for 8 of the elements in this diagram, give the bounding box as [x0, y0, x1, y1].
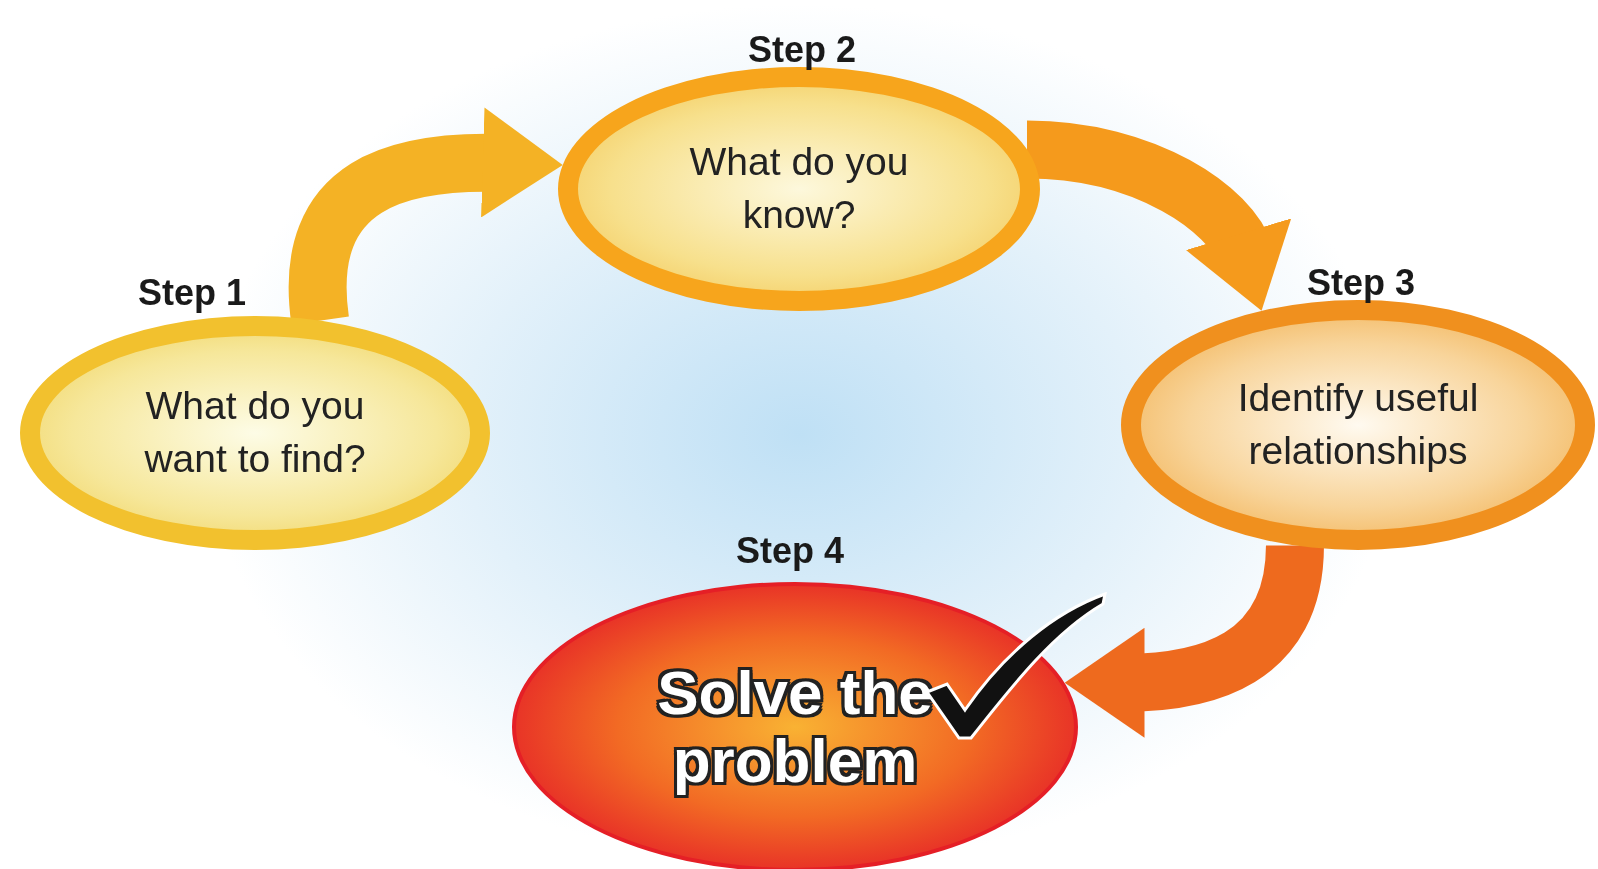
step-heading: Step 2 [748, 28, 857, 72]
node-text: Solve the problem [656, 658, 934, 796]
node-text: What do you want to find? [143, 383, 367, 482]
node-text: What do you know? [688, 139, 910, 238]
step-heading: Step 1 [138, 271, 247, 315]
step-heading: Step 4 [736, 529, 845, 573]
step-heading: Step 3 [1307, 261, 1416, 305]
node-text: Identify useful relationships [1236, 375, 1480, 474]
